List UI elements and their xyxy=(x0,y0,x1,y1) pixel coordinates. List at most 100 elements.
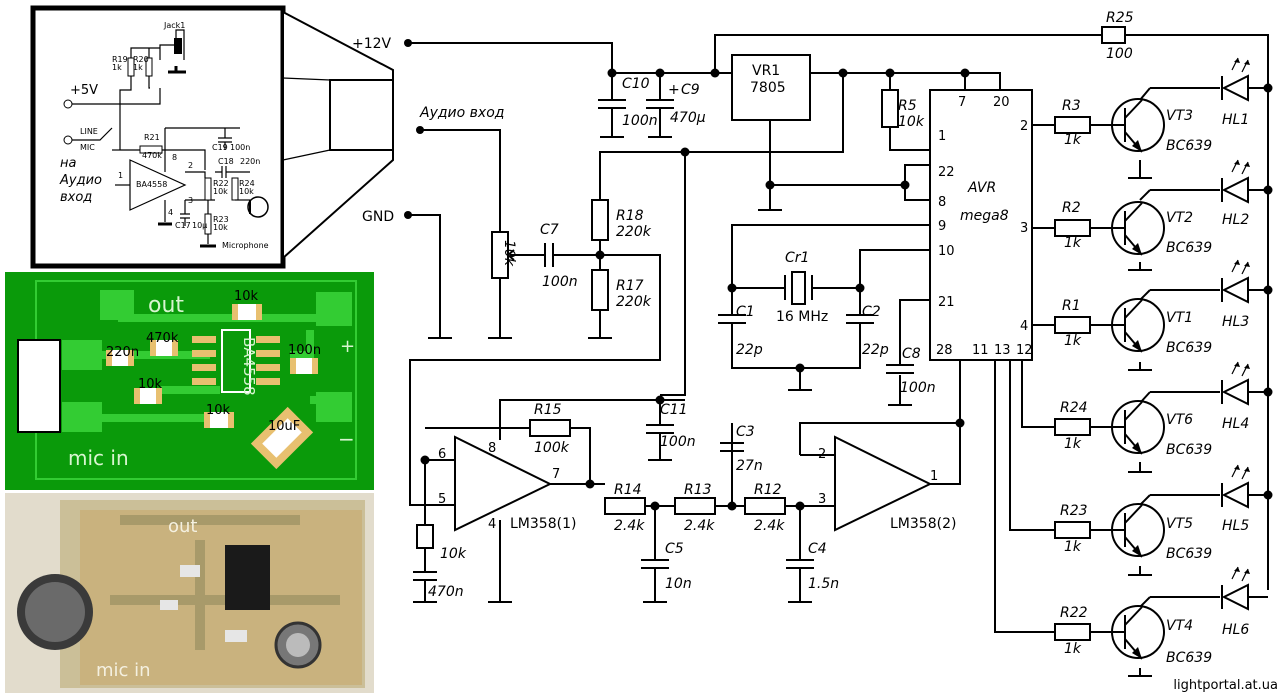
label-vt6: VT6 xyxy=(1166,412,1193,428)
label-c1-value: 22p xyxy=(736,342,763,358)
transistor-vt1 xyxy=(1110,298,1165,353)
inset-ic: BA4558 xyxy=(136,180,167,189)
pcb-micin-label: mic in xyxy=(68,446,129,470)
jack-magnifier-symbol xyxy=(282,10,394,261)
inset-pin8: 8 xyxy=(172,153,177,162)
label-cr1-value: 16 MHz xyxy=(776,309,828,325)
inset-r20-value: 1k xyxy=(133,63,143,72)
inset-c19: C19 xyxy=(212,143,228,152)
pcb-c10uf: 10uF xyxy=(268,419,300,434)
label-vt2-type: BC639 xyxy=(1166,240,1212,256)
label-c11-value: 100n xyxy=(660,434,696,450)
label-r23-value: 1k xyxy=(1064,539,1082,555)
pin-9: 9 xyxy=(938,219,946,234)
junction-dots xyxy=(404,39,1273,511)
u2-pin2: 2 xyxy=(818,447,826,462)
label-plus12v: +12V xyxy=(352,36,392,52)
label-c5-value: 10n xyxy=(665,576,692,592)
label-r18-value: 220k xyxy=(616,224,652,240)
pin-8: 8 xyxy=(938,195,946,210)
label-r22-value: 1k xyxy=(1064,641,1082,657)
label-lm358-2: LM358(2) xyxy=(890,516,956,532)
pcb-r10k-a: 10k xyxy=(234,289,259,304)
pin-13: 13 xyxy=(994,343,1011,358)
transistors xyxy=(1110,98,1165,660)
label-r5: R5 xyxy=(898,98,917,114)
u1-pin8: 8 xyxy=(488,441,496,456)
label-r1: R1 xyxy=(1062,298,1081,314)
transistor-vt4 xyxy=(1110,605,1165,660)
inset-r21: R21 xyxy=(144,133,160,142)
inset-r20: R20 xyxy=(133,55,149,64)
inset-note-1: на xyxy=(60,156,76,171)
led-hl3 xyxy=(1221,259,1250,304)
label-c3-value: 27n xyxy=(736,458,763,474)
inset-r24: R24 xyxy=(239,179,255,188)
label-audio-input: Аудио вход xyxy=(419,105,504,121)
inset-line: LINE xyxy=(80,127,98,136)
label-r17-value: 220k xyxy=(616,294,652,310)
label-vt5-type: BC639 xyxy=(1166,546,1212,562)
label-lm358-1: LM358(1) xyxy=(510,516,576,532)
inset-r19-value: 1k xyxy=(112,63,122,72)
label-hl5: HL5 xyxy=(1222,518,1249,534)
label-hl1: HL1 xyxy=(1222,112,1249,128)
u1-pin6: 6 xyxy=(438,447,446,462)
label-r15: R15 xyxy=(534,402,562,418)
pcb-c100n: 100n xyxy=(288,343,321,358)
label-c8: C8 xyxy=(902,346,921,362)
label-mega8: mega8 xyxy=(960,208,1009,224)
site-watermark[interactable]: lightportal.at.ua xyxy=(1171,678,1280,693)
label-c7-value: 100n xyxy=(542,274,578,290)
inset-c19-value: 100n xyxy=(230,143,250,152)
component-bodies xyxy=(416,26,1126,641)
label-vt4-type: BC639 xyxy=(1166,650,1212,666)
inset-pin1: 1 xyxy=(118,171,123,180)
pin-1: 1 xyxy=(938,129,946,144)
label-c8-value: 100n xyxy=(900,380,936,396)
label-r1-value: 1k xyxy=(1064,333,1082,349)
u1-pin4: 4 xyxy=(488,517,496,532)
inset-mic: MIC xyxy=(80,143,95,152)
label-r24-value: 1k xyxy=(1064,436,1082,452)
label-r14: R14 xyxy=(614,482,642,498)
label-pot-value: 10k xyxy=(501,240,517,267)
wires xyxy=(408,34,1269,677)
pin-12: 12 xyxy=(1016,343,1033,358)
leds xyxy=(1221,57,1250,611)
label-vt1: VT1 xyxy=(1166,310,1193,326)
inset-r22-value: 10k xyxy=(213,187,228,196)
pcb-minus: − xyxy=(338,427,355,451)
label-vt5: VT5 xyxy=(1166,516,1193,532)
label-r22: R22 xyxy=(1060,605,1088,621)
label-hl6: HL6 xyxy=(1222,622,1249,638)
label-c10-value: 100n xyxy=(622,113,658,129)
label-c9: C9 xyxy=(681,82,700,98)
label-r3: R3 xyxy=(1062,98,1081,114)
label-r12-value: 2.4k xyxy=(754,518,785,534)
label-vt2: VT2 xyxy=(1166,210,1193,226)
transistor-vt3 xyxy=(1110,98,1165,153)
u2-pin3: 3 xyxy=(818,492,826,507)
inset-r23-value: 10k xyxy=(213,223,228,232)
assembled-board-photo: out mic in xyxy=(5,493,374,693)
label-c3: C3 xyxy=(736,424,755,440)
label-cr1: Cr1 xyxy=(785,250,809,266)
label-c10: C10 xyxy=(622,76,650,92)
pin-7: 7 xyxy=(958,95,966,110)
label-r5-value: 10k xyxy=(898,114,925,130)
inset-r19: R19 xyxy=(112,55,128,64)
inset-note-3: вход xyxy=(60,190,92,205)
label-c1: C1 xyxy=(736,304,755,320)
label-c11: C11 xyxy=(660,402,688,418)
inset-pin2: 2 xyxy=(188,161,193,170)
label-c4-value: 1.5n xyxy=(808,576,839,592)
label-r18: R18 xyxy=(616,208,644,224)
pin-28: 28 xyxy=(936,343,953,358)
label-vt6-type: BC639 xyxy=(1166,442,1212,458)
label-r15-value: 100k xyxy=(534,440,570,456)
label-cin-value: 470n xyxy=(428,584,464,600)
label-vt3-type: BC639 xyxy=(1166,138,1212,154)
